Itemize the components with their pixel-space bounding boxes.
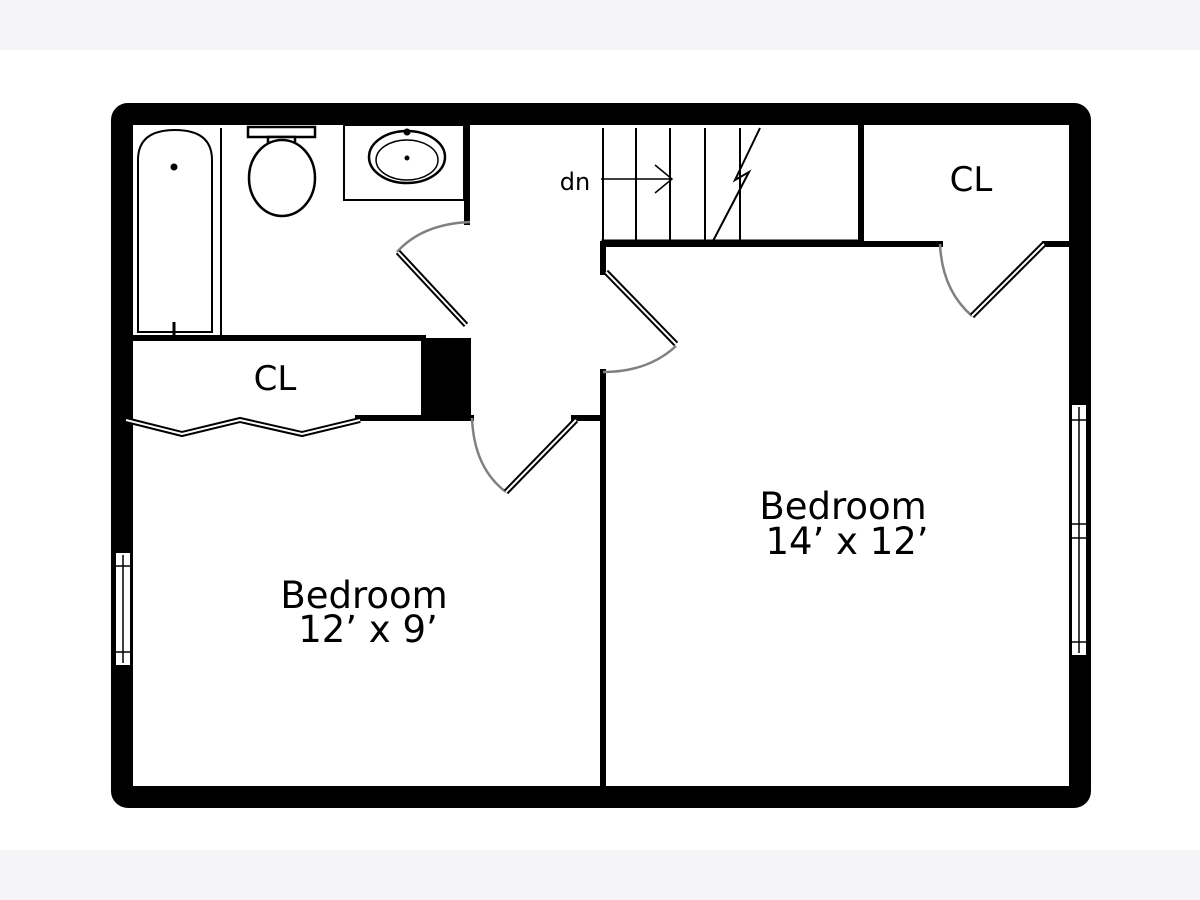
interior-walls bbox=[130, 122, 1073, 790]
closet-door-swing bbox=[938, 243, 973, 317]
sink bbox=[343, 124, 465, 201]
stair-label: dn bbox=[560, 168, 590, 196]
toilet bbox=[246, 125, 317, 218]
right-window bbox=[1070, 403, 1088, 657]
left-window bbox=[114, 551, 132, 667]
room-size-right-bedroom: 14’ x 12’ bbox=[765, 520, 928, 563]
room-name-left-bedroom: Bedroom bbox=[280, 574, 447, 617]
windows bbox=[114, 403, 1088, 667]
bathtub bbox=[137, 128, 222, 336]
closet-label-left: CL bbox=[254, 359, 297, 399]
bifold-closet-doors bbox=[125, 416, 361, 438]
left-bedroom-door-swing bbox=[470, 417, 507, 493]
closet-label-top-right: CL bbox=[950, 160, 993, 200]
right-bedroom-door-swing bbox=[602, 345, 677, 374]
room-size-left-bedroom: 12’ x 9’ bbox=[298, 608, 438, 651]
room-name-right-bedroom: Bedroom bbox=[759, 485, 926, 528]
doors bbox=[125, 220, 1047, 495]
staircase bbox=[601, 127, 761, 242]
bath-door-swing bbox=[396, 220, 471, 253]
column-block bbox=[421, 338, 471, 420]
